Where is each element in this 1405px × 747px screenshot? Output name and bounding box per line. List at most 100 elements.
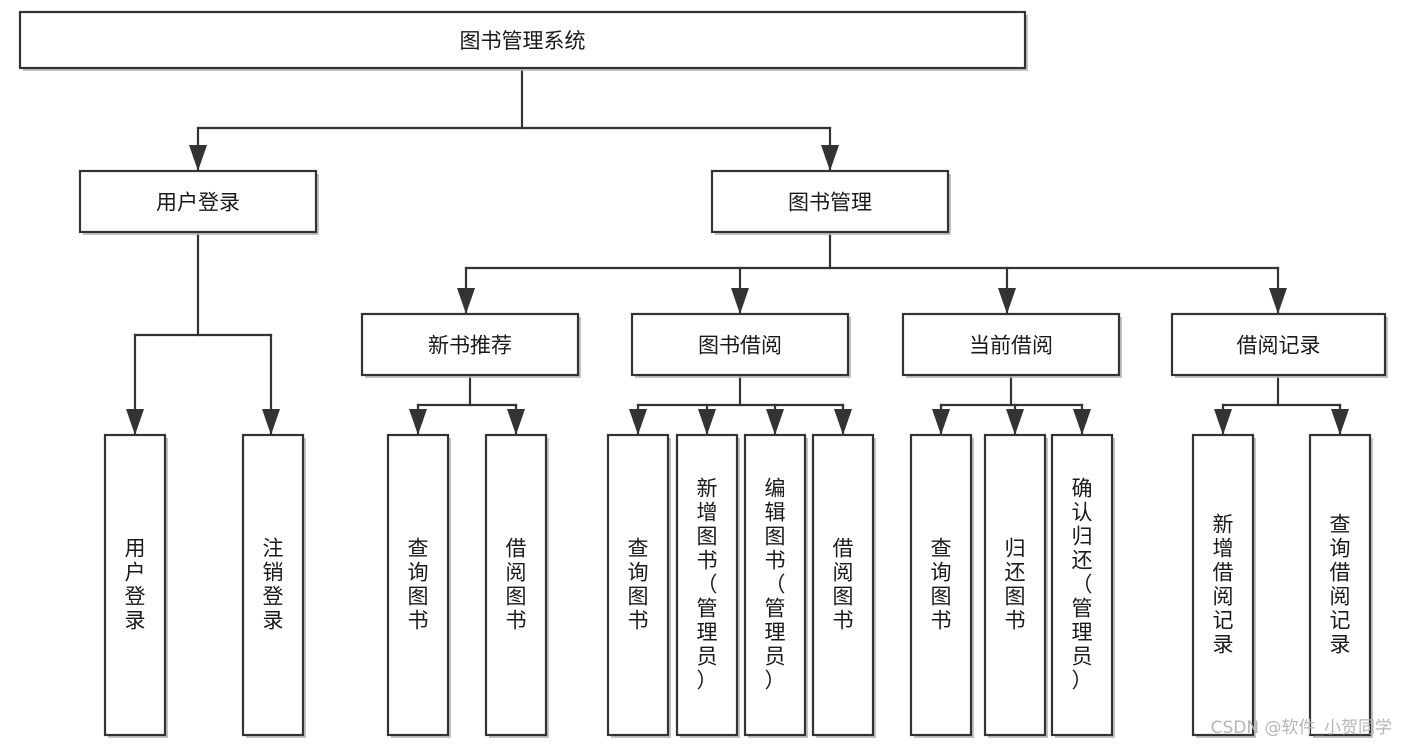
node-rect[interactable] bbox=[909, 433, 973, 737]
node-label: 编辑图书（管理员） bbox=[765, 477, 786, 693]
arrow-user-login-leaf-0 bbox=[126, 409, 144, 435]
node-label: 查询图书 bbox=[628, 537, 649, 633]
node-rect[interactable] bbox=[1050, 433, 1114, 737]
label-char: 理 bbox=[1072, 621, 1093, 645]
label-char: 增 bbox=[697, 501, 718, 525]
label-char: 理 bbox=[697, 621, 718, 645]
node-label: 注销登录 bbox=[263, 537, 284, 633]
node-leaf-query-book-1[interactable]: 查询图书 bbox=[386, 433, 451, 738]
label-char: 书 bbox=[697, 549, 718, 573]
label-char: 增 bbox=[1213, 537, 1234, 561]
node-rect[interactable] bbox=[710, 169, 950, 234]
label-char: 借 bbox=[1213, 561, 1234, 585]
node-current-borrow[interactable]: 当前借阅 bbox=[901, 312, 1122, 378]
label-char: 登 bbox=[263, 585, 284, 609]
node-leaf-query-record[interactable]: 查询借阅记录 bbox=[1308, 433, 1373, 738]
node-leaf-borrow-book-2[interactable]: 借阅图书 bbox=[811, 433, 876, 738]
label-char: 员 bbox=[1072, 645, 1093, 669]
node-root[interactable]: 图书管理系统 bbox=[18, 10, 1028, 71]
node-rect[interactable] bbox=[78, 169, 318, 234]
grp-book-borrow-arrow-0 bbox=[629, 409, 647, 435]
label-char: 归 bbox=[1005, 537, 1026, 561]
node-leaf-logout[interactable]: 注销登录 bbox=[241, 433, 306, 738]
node-rect[interactable] bbox=[386, 433, 450, 737]
label-char: 图 bbox=[1005, 585, 1026, 609]
node-rect[interactable] bbox=[360, 312, 580, 377]
label-char: 图 bbox=[628, 585, 649, 609]
node-leaf-query-book-2[interactable]: 查询图书 bbox=[606, 433, 671, 738]
node-leaf-add-record[interactable]: 新增借阅记录 bbox=[1191, 433, 1256, 738]
node-label: 确认归还（管理员） bbox=[1072, 477, 1093, 693]
connectors-layer bbox=[126, 66, 1349, 437]
node-leaf-user-login[interactable]: 用户登录 bbox=[103, 433, 168, 738]
label-char: 用 bbox=[125, 537, 146, 561]
node-leaf-edit-book[interactable]: 编辑图书（管理员） bbox=[743, 433, 808, 738]
label-char: 管 bbox=[1072, 597, 1093, 621]
label-char: 图 bbox=[408, 585, 429, 609]
node-label: 当前借阅 bbox=[969, 334, 1053, 358]
node-rect[interactable] bbox=[18, 10, 1027, 70]
node-label: 查询借阅记录 bbox=[1330, 513, 1351, 657]
arrow-user-login-leaf-1 bbox=[262, 409, 280, 435]
label-char: （ bbox=[1072, 573, 1093, 597]
arrow-to-level3-2 bbox=[998, 288, 1016, 314]
node-rect[interactable] bbox=[484, 433, 548, 737]
label-char: 辑 bbox=[765, 501, 786, 525]
node-new-book-recommend[interactable]: 新书推荐 bbox=[360, 312, 581, 378]
node-rect[interactable] bbox=[241, 433, 305, 737]
node-user-login[interactable]: 用户登录 bbox=[78, 169, 319, 235]
node-leaf-query-book-3[interactable]: 查询图书 bbox=[909, 433, 974, 738]
grp-book-borrow-arrow-1 bbox=[698, 409, 716, 435]
arrow-to-level2-0 bbox=[189, 145, 207, 171]
grp-book-borrow-arrow-2 bbox=[766, 409, 784, 435]
node-rect[interactable] bbox=[1170, 312, 1387, 377]
node-book-borrow[interactable]: 图书借阅 bbox=[630, 312, 851, 378]
node-label: 用户登录 bbox=[125, 537, 146, 633]
node-rect[interactable] bbox=[103, 433, 167, 737]
node-leaf-confirm-return[interactable]: 确认归还（管理员） bbox=[1050, 433, 1115, 738]
label-char: 借 bbox=[833, 537, 854, 561]
label-char: 户 bbox=[125, 561, 146, 585]
label-char: 查 bbox=[408, 537, 429, 561]
grp-book-borrow-arrow-3 bbox=[834, 409, 852, 435]
node-rect[interactable] bbox=[743, 433, 807, 737]
node-leaf-borrow-book-1[interactable]: 借阅图书 bbox=[484, 433, 549, 738]
label-char: 管 bbox=[765, 597, 786, 621]
grp-current-borrow-arrow-0 bbox=[932, 409, 950, 435]
label-char: 登 bbox=[125, 585, 146, 609]
node-borrow-record[interactable]: 借阅记录 bbox=[1170, 312, 1388, 378]
node-rect[interactable] bbox=[630, 312, 850, 377]
label-char: 理 bbox=[765, 621, 786, 645]
node-leaf-return-book[interactable]: 归还图书 bbox=[983, 433, 1048, 738]
label-char: 询 bbox=[408, 561, 429, 585]
label-char: 编 bbox=[765, 477, 786, 501]
grp-borrow-record-arrow-1 bbox=[1331, 409, 1349, 435]
node-leaf-add-book[interactable]: 新增图书（管理员） bbox=[675, 433, 740, 738]
node-label: 查询图书 bbox=[408, 537, 429, 633]
node-label: 新书推荐 bbox=[428, 334, 512, 358]
node-rect[interactable] bbox=[1308, 433, 1372, 737]
label-char: 销 bbox=[263, 561, 284, 585]
label-char: 询 bbox=[931, 561, 952, 585]
label-char: 注 bbox=[263, 537, 284, 561]
node-label: 借阅记录 bbox=[1237, 334, 1321, 358]
label-char: 记 bbox=[1330, 609, 1351, 633]
label-char: 查 bbox=[628, 537, 649, 561]
node-rect[interactable] bbox=[606, 433, 670, 737]
node-rect[interactable] bbox=[811, 433, 875, 737]
label-char: 归 bbox=[1072, 525, 1093, 549]
node-rect[interactable] bbox=[901, 312, 1121, 377]
label-char: ） bbox=[1072, 669, 1093, 693]
label-char: （ bbox=[765, 573, 786, 597]
label-char: 书 bbox=[628, 609, 649, 633]
label-char: 员 bbox=[697, 645, 718, 669]
label-char: 记 bbox=[1213, 609, 1234, 633]
node-rect[interactable] bbox=[983, 433, 1047, 737]
label-char: 图 bbox=[697, 525, 718, 549]
label-char: 录 bbox=[125, 609, 146, 633]
node-label: 新增图书（管理员） bbox=[697, 477, 718, 693]
node-rect[interactable] bbox=[1191, 433, 1255, 737]
node-book-manage[interactable]: 图书管理 bbox=[710, 169, 951, 235]
node-rect[interactable] bbox=[675, 433, 739, 737]
